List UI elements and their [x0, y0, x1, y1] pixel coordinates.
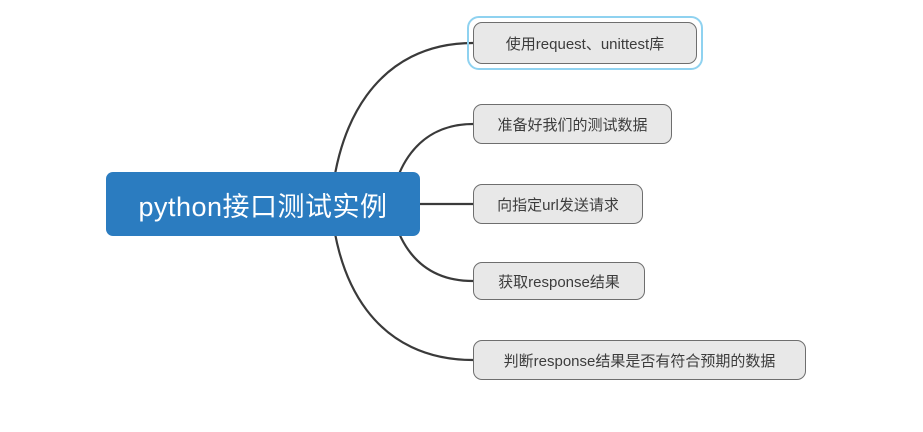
branch-node-3[interactable]: 向指定url发送请求: [473, 184, 643, 224]
branch-node-4[interactable]: 获取response结果: [473, 262, 645, 300]
branch-node-1[interactable]: 使用request、unittest库: [473, 22, 697, 64]
branch-node-5[interactable]: 判断response结果是否有符合预期的数据: [473, 340, 806, 380]
root-node[interactable]: python接口测试实例: [106, 172, 420, 236]
branch-node-2[interactable]: 准备好我们的测试数据: [473, 104, 672, 144]
